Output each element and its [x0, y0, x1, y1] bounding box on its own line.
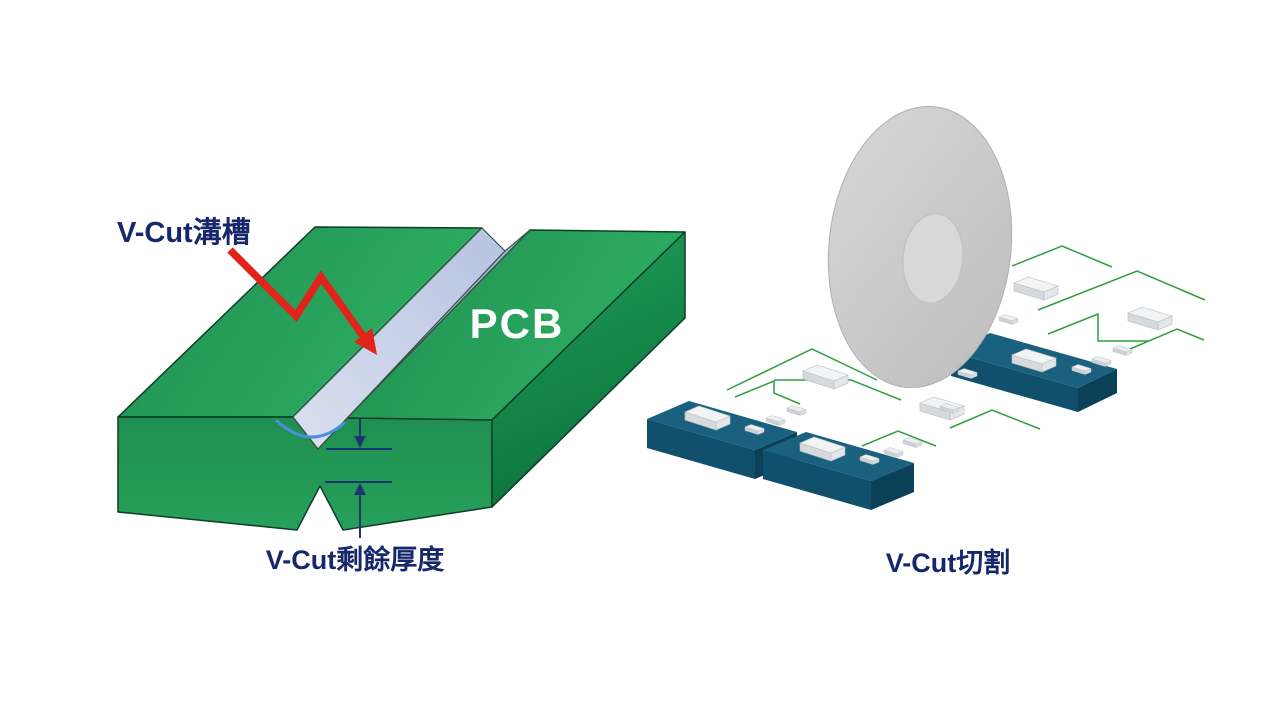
smd-component-top-face	[799, 436, 846, 454]
smd-component-small	[786, 405, 807, 416]
cutting-blade	[827, 105, 1013, 389]
smd-component-top-face	[802, 364, 849, 382]
smd-component-small	[1071, 364, 1092, 375]
red-arrow-shaft	[227, 247, 367, 339]
circuit-trace	[1129, 328, 1205, 350]
smd-component	[1013, 276, 1059, 301]
smd-component-small-top-face	[1091, 356, 1112, 364]
smd-component-small-top-face	[1071, 364, 1092, 372]
pcb-front-face	[117, 416, 493, 531]
blade-hub	[901, 212, 964, 305]
smd-component-small	[859, 454, 880, 465]
groove-angle-arc	[275, 419, 346, 439]
pcb-panel	[763, 432, 914, 510]
smd-components	[684, 276, 1173, 465]
circuit-trace	[1011, 245, 1113, 268]
pcb-panel-left-face	[647, 419, 755, 479]
smd-component	[1011, 348, 1057, 373]
smd-component-small	[1091, 356, 1112, 367]
smd-component	[802, 364, 849, 390]
smd-component-top-face	[684, 405, 731, 423]
v-groove-right-slope	[317, 229, 531, 450]
smd-component	[684, 405, 731, 431]
smd-component	[1127, 306, 1173, 331]
groove-callout-arrow	[227, 247, 377, 355]
smd-component-small	[883, 447, 904, 458]
smd-component-small	[939, 403, 960, 414]
circuit-trace	[949, 409, 1041, 430]
pcb-block	[117, 226, 686, 531]
smd-component-small-top-face	[957, 368, 978, 376]
thickness-dimension	[325, 419, 392, 538]
smd-component-top-face	[1127, 306, 1173, 323]
smd-component-small	[1112, 345, 1133, 356]
smd-component-top-face	[1011, 348, 1057, 365]
smd-component	[799, 436, 846, 462]
remaining-thickness-label: V-Cut剩餘厚度	[266, 544, 445, 575]
dimension-arrowhead-up-icon	[354, 483, 366, 495]
dimension-arrowhead-down-icon	[354, 436, 366, 448]
pcb-panel-left-face	[763, 450, 871, 510]
smd-component-small-top-face	[786, 405, 807, 413]
groove-label: V-Cut溝槽	[117, 216, 251, 249]
circuit-trace	[1047, 312, 1148, 342]
smd-component-small-top-face	[859, 454, 880, 462]
pcb-panel-right-face	[1078, 369, 1117, 412]
smd-component-small-top-face	[998, 314, 1019, 322]
cutting-label: V-Cut切割	[886, 547, 1011, 578]
circuit-trace	[861, 430, 937, 447]
smd-component-small	[998, 314, 1019, 325]
smd-component-top-face	[1013, 276, 1059, 293]
pcb-panel-left-face	[951, 352, 1078, 412]
smd-component-small-top-face	[939, 403, 960, 411]
smd-component-small	[957, 368, 978, 379]
smd-component-small-top-face	[1112, 345, 1133, 353]
smd-component-small-top-face	[883, 447, 904, 455]
smd-component-small-top-face	[765, 415, 786, 423]
circuit-trace	[734, 379, 801, 405]
circuit-trace	[774, 379, 902, 401]
smd-component-small-top-face	[902, 437, 923, 445]
smd-component-small	[765, 415, 786, 426]
circuit-traces	[726, 245, 1206, 447]
red-arrowhead-icon	[354, 328, 377, 355]
pcb-label: PCB	[470, 300, 565, 347]
circuit-trace	[1037, 270, 1206, 311]
smd-component-small	[902, 437, 923, 448]
smd-component-small	[744, 424, 765, 435]
pcb-panel-right-face	[871, 463, 914, 510]
circuit-trace	[726, 348, 878, 391]
pcb-right-face	[491, 231, 686, 508]
smd-component-small-top-face	[744, 424, 765, 432]
